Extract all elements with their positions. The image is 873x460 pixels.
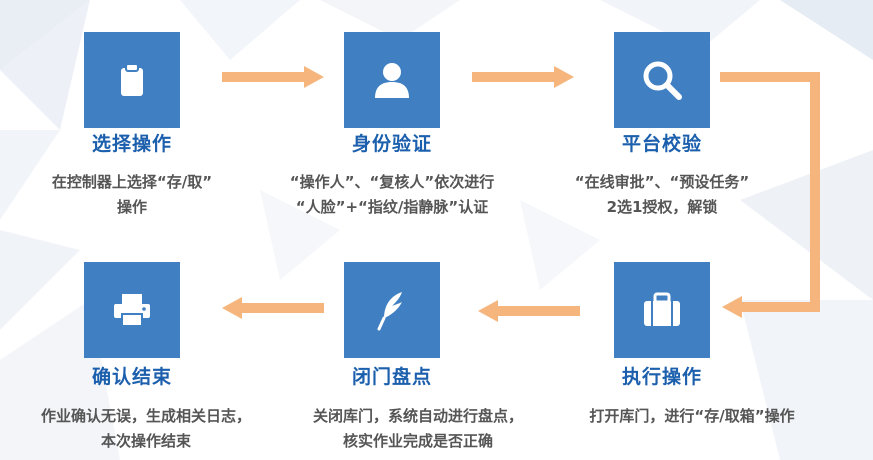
printer-icon bbox=[114, 294, 150, 327]
arrow-identity-to-platform bbox=[472, 66, 574, 88]
arrow-inventory-to-confirm bbox=[222, 297, 324, 319]
step-execute-desc-line1: 打开库门，进行“存/取箱”操作 bbox=[589, 407, 795, 425]
briefcase-icon bbox=[644, 292, 680, 326]
step-confirm-desc-line2: 本次操作结束 bbox=[100, 432, 191, 450]
arrow-select-to-identity bbox=[222, 66, 324, 88]
step-inventory-desc-line1: 关闭库门，系统自动进行盘点， bbox=[312, 407, 523, 425]
user-icon bbox=[375, 63, 409, 98]
arrow-execute-to-inventory bbox=[478, 300, 580, 322]
step-select-box bbox=[84, 32, 180, 128]
step-platform-title: 平台校验 bbox=[621, 133, 702, 155]
feather-icon bbox=[377, 292, 402, 331]
step-select-title: 选择操作 bbox=[91, 133, 172, 155]
step-confirm-desc-line1: 作业确认无误，生成相关日志， bbox=[40, 407, 251, 425]
clipboard-icon bbox=[121, 63, 143, 96]
step-platform-desc-line1: “在线审批”、“预设任务” bbox=[574, 173, 750, 191]
step-inventory-desc-line2: 核实作业完成是否正确 bbox=[342, 432, 493, 450]
step-identity-box bbox=[344, 32, 440, 128]
step-identity-desc-line1: “操作人”、“复核人”依次进行 bbox=[289, 173, 495, 191]
step-inventory-box bbox=[344, 262, 440, 358]
step-select-desc-line1: 在控制器上选择“存/取” bbox=[51, 173, 213, 191]
step-execute-title: 执行操作 bbox=[621, 366, 702, 388]
step-identity-desc-line2: “人脸”+“指纹/指静脉”认证 bbox=[295, 198, 489, 216]
search-icon bbox=[643, 61, 682, 100]
step-select-desc-line2: 操作 bbox=[116, 198, 147, 216]
step-execute-box bbox=[614, 262, 710, 358]
step-inventory-title: 闭门盘点 bbox=[351, 366, 432, 388]
step-identity-title: 身份验证 bbox=[351, 133, 432, 155]
step-platform-desc-line2: 2选1授权，解锁 bbox=[606, 198, 718, 216]
step-platform-box bbox=[614, 32, 710, 128]
step-confirm-title: 确认结束 bbox=[91, 366, 172, 388]
step-confirm-box bbox=[84, 262, 180, 358]
arrow-platform-to-execute bbox=[720, 72, 820, 318]
